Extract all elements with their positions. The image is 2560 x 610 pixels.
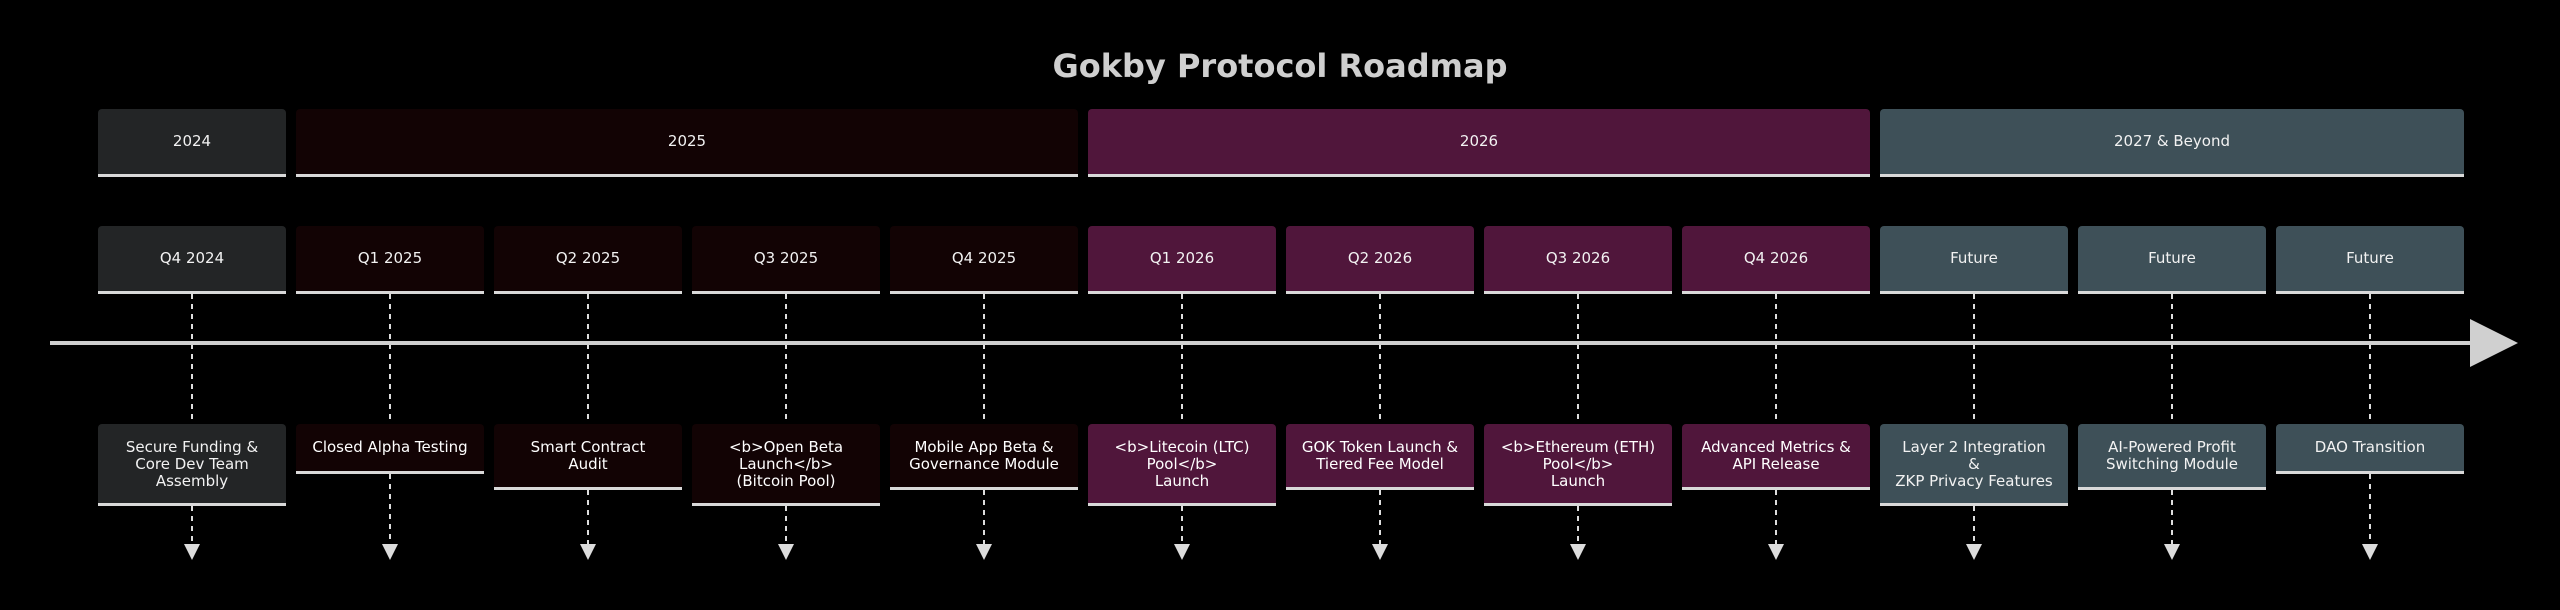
event-box: Secure Funding & Core Dev Team Assembly <box>98 424 286 506</box>
period-header: Future <box>2276 226 2464 294</box>
event-box: <b>Litecoin (LTC) Pool</b> Launch <box>1088 424 1276 506</box>
section-header: 2027 & Beyond <box>1880 109 2464 177</box>
diagram-title: Gokby Protocol Roadmap <box>1052 47 1508 85</box>
period-header: Future <box>2078 226 2266 294</box>
period-header: Q2 2025 <box>494 226 682 294</box>
event-box: Closed Alpha Testing <box>296 424 484 474</box>
period-header: Q4 2024 <box>98 226 286 294</box>
period-header: Q2 2026 <box>1286 226 1474 294</box>
section-header: 2026 <box>1088 109 1870 177</box>
period-header: Q4 2026 <box>1682 226 1870 294</box>
event-box: Layer 2 Integration & ZKP Privacy Featur… <box>1880 424 2068 506</box>
event-box: AI-Powered Profit Switching Module <box>2078 424 2266 490</box>
event-box: Mobile App Beta & Governance Module <box>890 424 1078 490</box>
section-header: 2025 <box>296 109 1078 177</box>
connector-lines <box>184 294 2378 560</box>
period-header: Q3 2025 <box>692 226 880 294</box>
period-header: Future <box>1880 226 2068 294</box>
event-box: <b>Open Beta Launch</b> (Bitcoin Pool) <box>692 424 880 506</box>
event-box: DAO Transition <box>2276 424 2464 474</box>
event-box: GOK Token Launch & Tiered Fee Model <box>1286 424 1474 490</box>
event-box: Smart Contract Audit <box>494 424 682 490</box>
period-header: Q1 2025 <box>296 226 484 294</box>
period-header: Q4 2025 <box>890 226 1078 294</box>
period-header: Q1 2026 <box>1088 226 1276 294</box>
period-header: Q3 2026 <box>1484 226 1672 294</box>
section-header: 2024 <box>98 109 286 177</box>
event-box: <b>Ethereum (ETH) Pool</b> Launch <box>1484 424 1672 506</box>
event-box: Advanced Metrics & API Release <box>1682 424 1870 490</box>
